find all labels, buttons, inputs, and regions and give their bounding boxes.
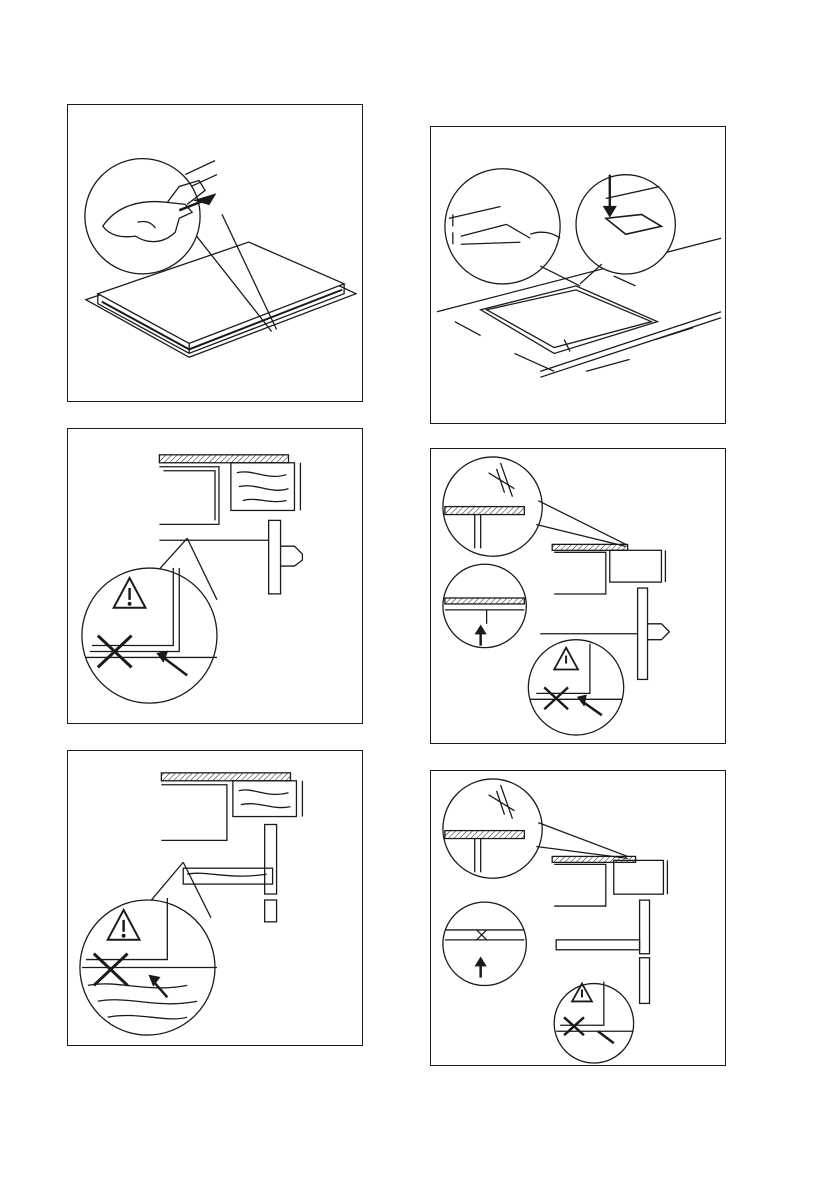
sealant-shelf-illustration [431, 771, 725, 1065]
panel-sealant-front-panel [430, 448, 726, 744]
panel-shelf-warning [67, 750, 363, 1046]
panel-cutout-dimensions [430, 126, 726, 424]
sealant-front-panel-illustration [431, 449, 725, 743]
tape-seal-illustration [68, 105, 362, 401]
panel-tape-seal [67, 104, 363, 402]
shelf-warning-illustration [68, 751, 362, 1045]
panel-front-panel-warning [67, 428, 363, 724]
front-panel-warning-illustration [68, 429, 362, 723]
panel-sealant-shelf [430, 770, 726, 1066]
cutout-illustration [431, 127, 725, 423]
